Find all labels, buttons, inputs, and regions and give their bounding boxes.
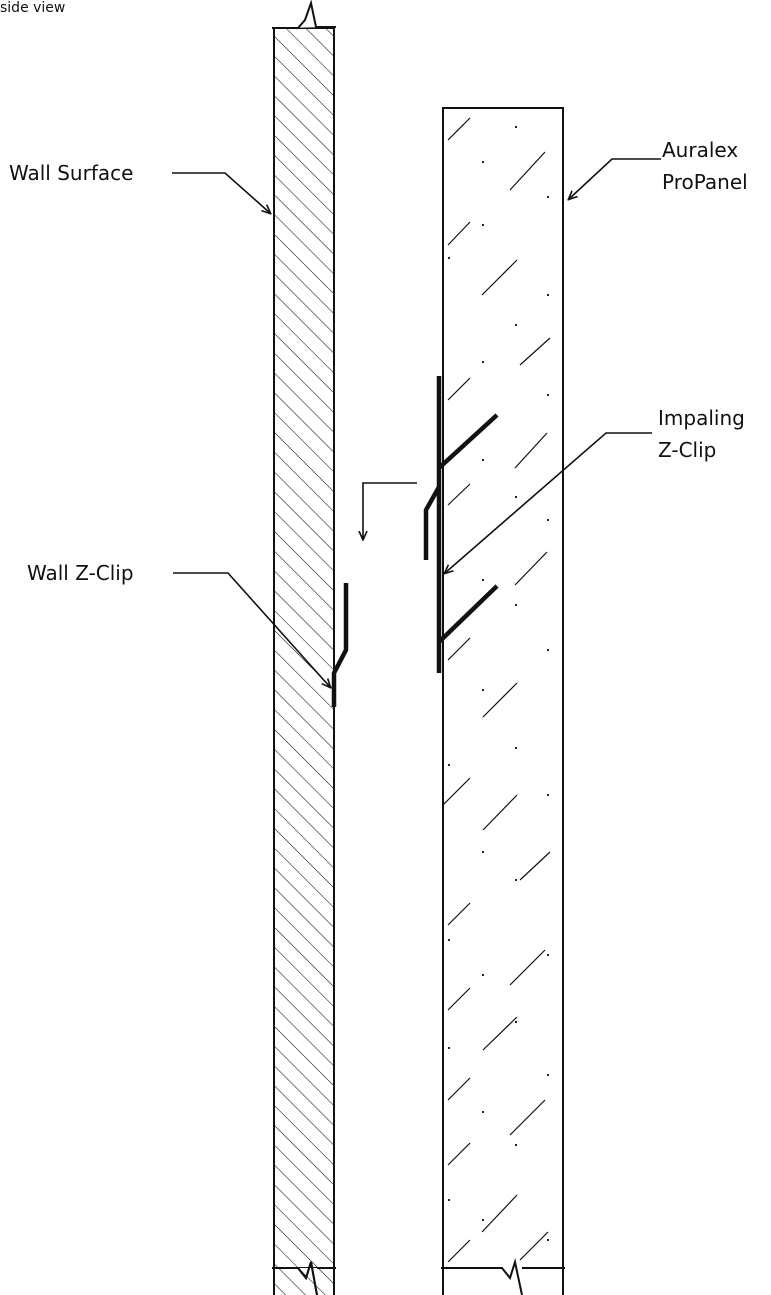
- panel-bottom-break-symbol: [441, 1258, 523, 1295]
- panel-texture: [443, 117, 551, 1263]
- wall-top-break-symbol: [272, 0, 336, 29]
- panel-texture-dot: [481, 1218, 485, 1222]
- auralex-panel: [441, 107, 565, 1295]
- panel-texture-dot: [514, 495, 518, 499]
- panel-texture-stroke: [447, 902, 471, 926]
- panel-texture-dot: [447, 763, 451, 767]
- panel-texture-stroke: [443, 777, 471, 806]
- panel-texture-dot: [481, 223, 485, 227]
- panel-texture-dot: [447, 1198, 451, 1202]
- wall-z-clip-leader: [173, 572, 330, 687]
- wall-surface-leader: [172, 172, 270, 213]
- panel-texture-stroke: [482, 1016, 518, 1051]
- panel-texture-dot: [546, 393, 550, 397]
- panel-texture-dot: [447, 256, 451, 260]
- panel-texture-dot: [546, 195, 550, 199]
- panel-texture-dot: [447, 938, 451, 942]
- impaling-label-line1: Impaling: [658, 406, 745, 430]
- auralex-propanel-leader: [569, 158, 661, 199]
- panel-texture-stroke: [447, 483, 471, 506]
- panel-texture-dot: [514, 603, 518, 607]
- wall-z-clip: [331, 583, 349, 707]
- panel-texture-stroke: [447, 1077, 471, 1101]
- panel-texture-stroke: [447, 221, 471, 246]
- panel-texture-dot: [481, 360, 485, 364]
- panel-texture-dot: [481, 973, 485, 977]
- panel-texture-dot: [514, 323, 518, 327]
- panel-texture-dot: [546, 293, 550, 297]
- auralex-label-line1: Auralex: [662, 138, 738, 162]
- panel-texture-stroke: [481, 259, 518, 296]
- panel-outline: [442, 107, 564, 1269]
- panel-texture-dot: [481, 578, 485, 582]
- wall-z-clip-label: Wall Z-Clip: [27, 561, 134, 585]
- panel-texture-stroke: [482, 682, 518, 718]
- panel-texture-stroke: [447, 987, 471, 1011]
- panel-texture-dot: [481, 160, 485, 164]
- panel-texture-stroke: [514, 432, 548, 469]
- panel-texture-dot: [546, 518, 550, 522]
- panel-texture-dot: [481, 850, 485, 854]
- panel-texture-stroke: [447, 1239, 471, 1263]
- panel-texture-dot: [514, 1020, 518, 1024]
- impaling-z-clip-leader: [445, 432, 652, 573]
- panel-texture-stroke: [447, 117, 471, 141]
- panel-texture-dot: [481, 688, 485, 692]
- impaling-label-line2: Z-Clip: [658, 438, 716, 462]
- panel-texture-stroke: [519, 337, 551, 366]
- panel-texture-stroke: [519, 851, 551, 881]
- install-direction-arrow: [363, 482, 417, 539]
- panel-texture-stroke: [509, 151, 546, 191]
- panel-texture-dot: [546, 953, 550, 957]
- impaling-z-clip: [423, 376, 499, 673]
- panel-texture-dot: [514, 125, 518, 129]
- panel-texture-stroke: [447, 1142, 471, 1166]
- panel-texture-stroke: [482, 794, 518, 831]
- panel-texture-stroke: [447, 377, 471, 401]
- panel-texture-stroke: [509, 1099, 546, 1136]
- panel-texture-stroke: [519, 1231, 549, 1261]
- panel-texture-dot: [546, 793, 550, 797]
- panel-texture-stroke: [447, 637, 471, 661]
- panel-texture-stroke: [509, 949, 546, 986]
- panel-texture-dot: [546, 1238, 550, 1242]
- panel-texture-dot: [514, 746, 518, 750]
- auralex-label-line2: ProPanel: [662, 170, 748, 194]
- panel-texture-dot: [514, 1143, 518, 1147]
- panel-texture-dot: [447, 1046, 451, 1050]
- panel-texture-dot: [546, 1073, 550, 1077]
- panel-texture-dot: [481, 458, 485, 462]
- panel-texture-dot: [481, 1110, 485, 1114]
- view-title: side view: [0, 0, 65, 16]
- panel-texture-dot: [546, 648, 550, 652]
- panel-texture-dot: [514, 878, 518, 882]
- wall-surface-label: Wall Surface: [9, 161, 133, 185]
- wall-hatch-fill: [274, 28, 334, 1268]
- panel-texture-stroke: [514, 551, 548, 586]
- panel-texture-stroke: [481, 1194, 518, 1233]
- wall-section: [272, 0, 336, 1295]
